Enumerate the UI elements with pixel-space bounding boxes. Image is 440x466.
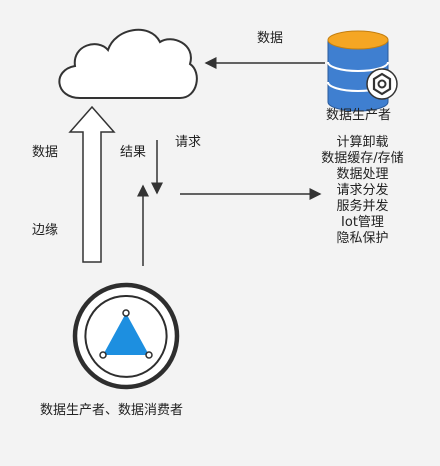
label-edge: 边缘 [32,223,59,238]
feature-item: 数据处理 [336,167,389,182]
label-request: 请求 [175,135,202,150]
feature-item: 请求分发 [336,183,389,198]
label-result: 结果 [120,145,147,160]
label-data-producer: 数据生产者 [326,108,392,123]
feature-item: 隐私保护 [336,231,389,246]
edge-to-cloud-arrow [68,105,116,263]
feature-item: 数据缓存/存储 [321,151,404,166]
edge-feature-list: 计算卸载 数据缓存/存储 数据处理 请求分发 服务并发 Iot管理 隐私保护 [300,135,425,247]
gear-icon [366,68,398,100]
feature-item: Iot管理 [341,215,384,230]
label-producer-consumer: 数据生产者、数据消费者 [40,403,184,418]
edge-node-icon [72,282,180,390]
feature-item: 计算卸载 [336,135,389,150]
cloud-icon [58,28,198,99]
label-data-to-cloud: 数据 [257,31,284,46]
label-data-upload: 数据 [32,145,59,160]
feature-item: 服务并发 [336,199,389,214]
